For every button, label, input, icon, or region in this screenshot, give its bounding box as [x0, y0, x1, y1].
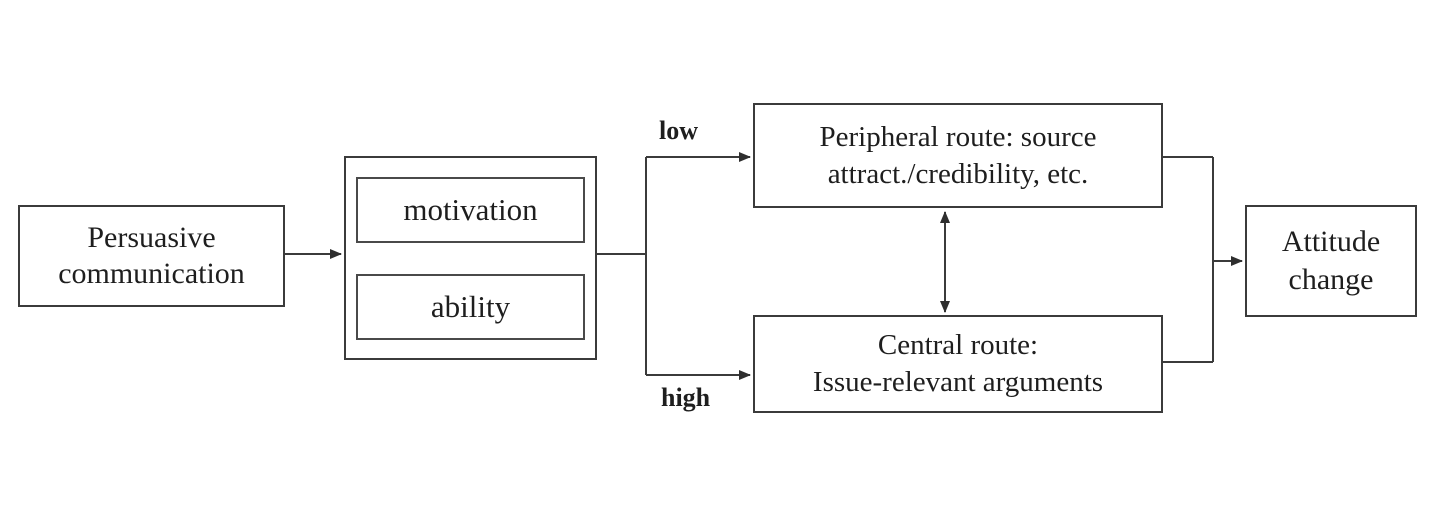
node-attitude-change: Attitude change: [1245, 205, 1417, 317]
persuasive-communication-line2: communication: [58, 257, 245, 290]
central-route-line1: Central route:: [877, 329, 1039, 361]
node-central-route: Central route: Issue-relevant arguments: [753, 315, 1163, 413]
peripheral-route-line1: Peripheral route: source: [819, 120, 1097, 153]
node-persuasive-communication: Persuasive communication: [18, 205, 285, 307]
motivation-label: motivation: [403, 192, 538, 227]
node-peripheral-route: Peripheral route: source attract./credib…: [753, 103, 1163, 208]
attitude-change-line1: Attitude: [1281, 225, 1381, 258]
attitude-change-line2: change: [1288, 263, 1374, 296]
persuasive-communication-line1: Persuasive: [87, 221, 216, 254]
peripheral-route-line2: attract./credibility, etc.: [827, 157, 1089, 190]
node-motivation: motivation: [356, 177, 585, 243]
ability-label: ability: [430, 289, 511, 324]
node-elaboration-container: motivation ability: [344, 156, 597, 360]
edge-label-high: high: [661, 383, 711, 412]
central-route-line2: Issue-relevant arguments: [812, 366, 1104, 398]
node-ability: ability: [356, 274, 585, 340]
edge-label-low: low: [659, 116, 698, 145]
